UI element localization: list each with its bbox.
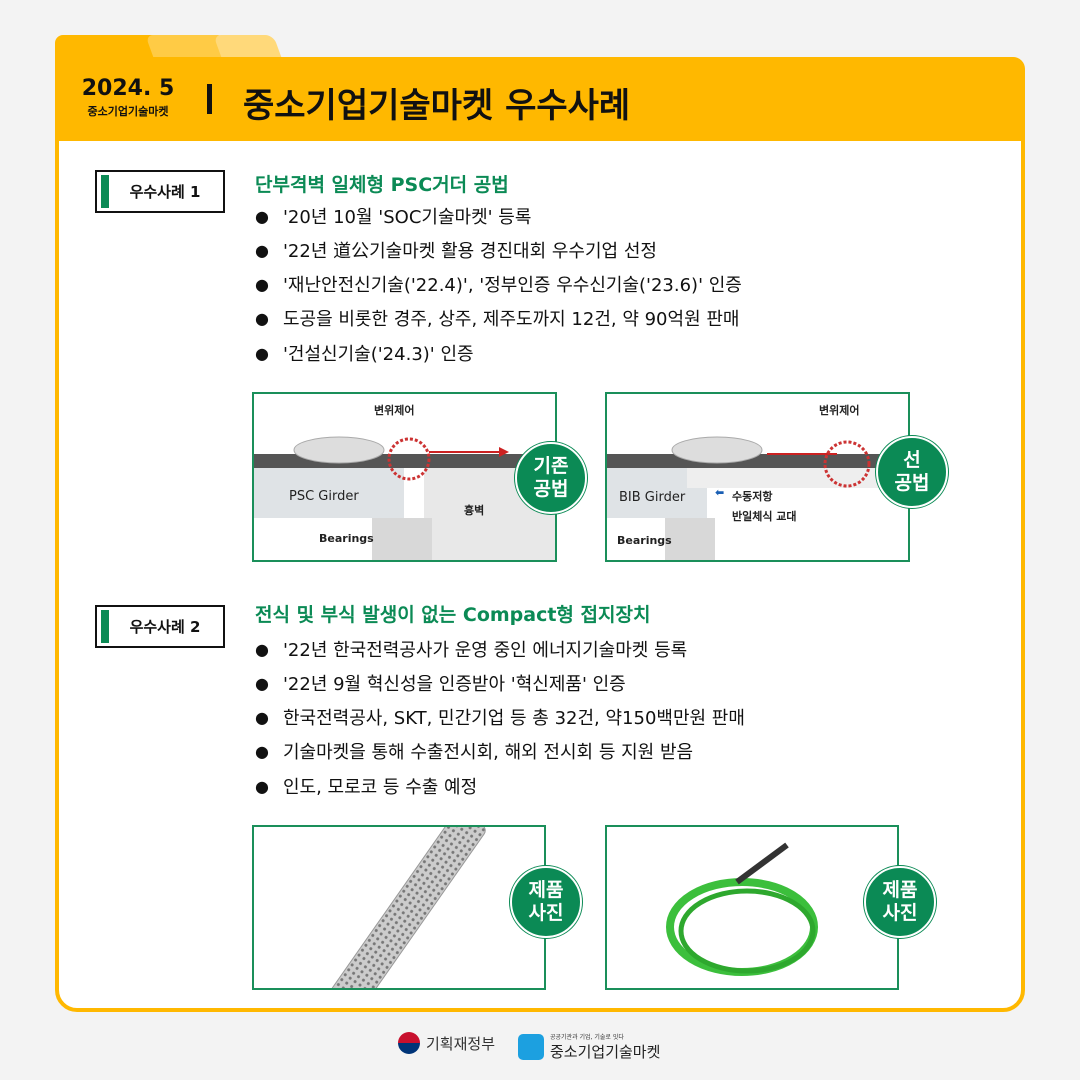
ministry-logo: 기획재정부 <box>398 1032 495 1054</box>
product-photo-tube <box>252 825 546 990</box>
list-item: ●인도, 모로코 등 수출 예정 <box>255 776 478 799</box>
case-title: 전식 및 부식 발생이 없는 Compact형 접지장치 <box>255 604 651 626</box>
list-item: ●'건설신기술('24.3)' 인증 <box>255 343 474 366</box>
new-method-badge: 선 공법 <box>876 436 948 508</box>
divider <box>207 84 212 114</box>
existing-method-badge: 기존 공법 <box>515 442 587 514</box>
existing-method-diagram: 변위제어 PSC Girder 흉벽 Bearings <box>252 392 557 562</box>
list-item: ●'22년 9월 혁신성을 인증받아 '혁신제품' 인증 <box>255 673 626 696</box>
list-item: ●'재난안전신기술('22.4)', '정부인증 우수신기술('23.6)' 인… <box>255 274 742 297</box>
list-item: ●'22년 한국전력공사가 운영 중인 에너지기술마켓 등록 <box>255 639 688 662</box>
case-label: 우수사례 1 <box>95 170 225 213</box>
product-photo-badge: 제품 사진 <box>864 866 936 938</box>
product-photo-cable <box>605 825 899 990</box>
market-logo-icon <box>518 1034 544 1060</box>
header-date: 2024. 5 중소기업기술마켓 <box>78 76 178 119</box>
product-photo-badge: 제품 사진 <box>510 866 582 938</box>
list-item: ●한국전력공사, SKT, 민간기업 등 총 32건, 약150백만원 판매 <box>255 707 745 730</box>
case-label: 우수사례 2 <box>95 605 225 648</box>
list-item: ●'20년 10월 'SOC기술마켓' 등록 <box>255 206 532 229</box>
list-item: ●도공을 비롯한 경주, 상주, 제주도까지 12건, 약 90억원 판매 <box>255 308 740 331</box>
date-subtitle: 중소기업기술마켓 <box>87 105 169 118</box>
case-title: 단부격벽 일체형 PSC거더 공법 <box>255 174 509 196</box>
date: 2024. 5 <box>81 76 175 101</box>
list-item: ●기술마켓을 통해 수출전시회, 해외 전시회 등 지원 받음 <box>255 741 694 764</box>
new-method-diagram: 변위제어 BIB Girder ⬅ 수동저항 반일체식 교대 Bearings <box>605 392 910 562</box>
list-item: ●'22년 道公기술마켓 활용 경진대회 우수기업 선정 <box>255 240 657 263</box>
header-band <box>55 57 1025 141</box>
page-title: 중소기업기술마켓 우수사례 <box>243 86 631 126</box>
taegeuk-icon <box>398 1032 420 1054</box>
